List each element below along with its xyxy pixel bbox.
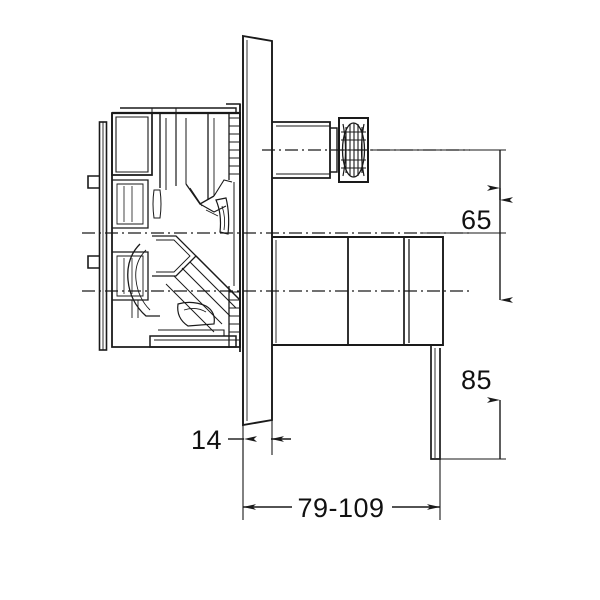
dimension-79-109-label: 79-109 <box>297 493 384 523</box>
lever-handle <box>430 345 441 460</box>
dimension-85-label: 85 <box>461 365 492 395</box>
dimension-85 <box>440 233 513 460</box>
valve-body-casting <box>111 103 241 352</box>
dimension-65 <box>370 149 513 234</box>
dimension-79-109 <box>242 439 441 520</box>
dimension-65-label: 65 <box>461 205 492 235</box>
dimension-14-label: 14 <box>191 425 222 455</box>
mounting-plate <box>87 121 108 351</box>
